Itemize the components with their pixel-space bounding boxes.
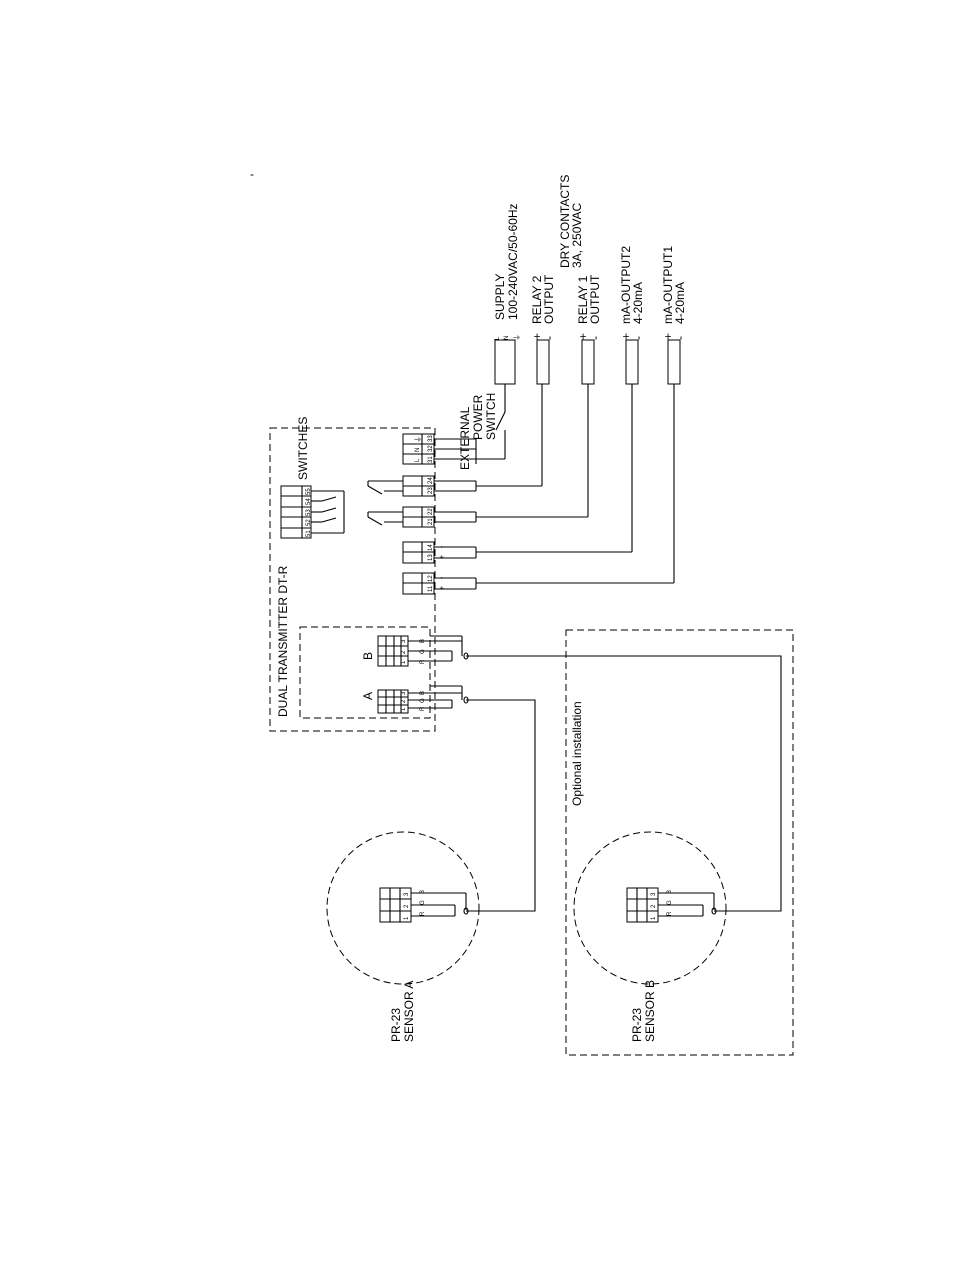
dash-mark: -	[250, 167, 254, 181]
sensor-b-wire-g: G	[667, 900, 673, 905]
relay2-output: OUTPUT	[542, 274, 556, 324]
switches-block: 51 52 53 54 55	[280, 485, 345, 539]
sensor-a-terminal-block: 1 2 3 R G B	[379, 887, 467, 923]
power-pin-l: L	[415, 458, 421, 462]
supply-ground-icon: ⏚	[513, 334, 521, 341]
relay1-cable	[581, 339, 595, 385]
relay2-minus: -	[542, 336, 556, 340]
optional-installation-label: Optional installation	[570, 701, 584, 806]
relay1-minus: -	[588, 336, 602, 340]
ma-output1-range: 4-20mA	[673, 282, 687, 324]
dry-contacts-label: DRY CONTACTS	[558, 175, 572, 268]
ma2-cable-minus: -	[631, 336, 645, 340]
sensor-b-model: PR-23	[630, 1008, 644, 1042]
switch-51: 51	[306, 530, 312, 537]
sensor-b-cable	[466, 655, 782, 912]
relay2-23: 23	[428, 487, 434, 494]
input-a-pin-1: 1	[401, 707, 407, 711]
relay1-21: 21	[428, 518, 434, 525]
relay2-terminal-block: 23 24	[367, 475, 542, 497]
sensor-a-pin-3: 3	[404, 892, 410, 896]
ma1-cable-minus: -	[673, 336, 687, 340]
switch-55: 55	[306, 488, 312, 495]
ma2-cable-plus: +	[619, 333, 633, 340]
sensor-b-wire-r: R	[667, 911, 673, 916]
relay2-cable	[536, 339, 550, 385]
external-switch-line1: EXTERNAL	[458, 406, 472, 470]
sensor-b-pin-2: 2	[651, 904, 657, 908]
input-b-pin-1: 1	[401, 660, 407, 664]
sensor-a-wire-r: R	[420, 911, 426, 916]
ma-output2-label: mA-OUTPUT2	[619, 246, 633, 324]
sensor-b-pin-1: 1	[651, 916, 657, 920]
external-switch-line3: SWITCH	[484, 393, 498, 440]
dry-contacts-rating: 3A, 250VAC	[570, 203, 584, 268]
sensor-a-name: SENSOR A	[402, 981, 416, 1042]
sensor-a-cable	[466, 699, 536, 912]
input-b-label: B	[361, 652, 375, 660]
input-a-terminal-block: 1 2 3 R G B	[377, 685, 463, 714]
relay2-label: RELAY 2	[530, 275, 544, 324]
sensor-a-enclosure	[326, 831, 480, 985]
power-pin-ground-icon: ⏚	[414, 436, 422, 443]
ma1-cable-plus: +	[661, 333, 675, 340]
input-b-pin-3: 3	[401, 639, 407, 643]
relay2-plus: +	[530, 333, 544, 340]
sensor-a-wire-g: G	[420, 900, 426, 905]
ma-output2-cable	[625, 339, 639, 385]
input-module	[299, 626, 431, 719]
ma-output2-terminal-block: 13 14 + -	[402, 541, 632, 564]
input-b-terminal-block: 1 2 3 R G B	[377, 635, 463, 667]
ma2-13: 13	[428, 554, 434, 561]
switch-52: 52	[306, 519, 312, 526]
ma-output1-label: mA-OUTPUT1	[661, 246, 675, 324]
supply-voltage: 100-240VAC/50-60Hz	[506, 203, 520, 320]
transmitter-title: DUAL TRANSMITTER DT-R	[276, 565, 290, 717]
input-a-pin-3: 3	[401, 691, 407, 695]
optional-installation-box	[565, 629, 794, 1056]
switch-54: 54	[306, 498, 312, 505]
ma-output2-range: 4-20mA	[631, 282, 645, 324]
relay1-label: RELAY 1	[576, 275, 590, 324]
relay1-output: OUTPUT	[588, 274, 602, 324]
ma1-plus: +	[439, 586, 446, 590]
supply-label: SUPPLY	[493, 274, 507, 320]
ma1-12: 12	[428, 575, 434, 582]
transmitter-enclosure	[269, 427, 436, 732]
input-b-pin-2: 2	[401, 650, 407, 654]
sensor-b-wire-b: B	[667, 890, 673, 894]
relay1-terminal-block: 21 22	[367, 506, 588, 528]
ma-output1-terminal-block: 11 12 + -	[402, 572, 674, 595]
relay1-22: 22	[428, 508, 434, 515]
relay1-plus: +	[576, 333, 590, 340]
power-terminal-block: 31 32 33 L N ⏚	[402, 433, 505, 465]
sensor-b-terminal-block: 1 2 3 R G B	[626, 887, 715, 923]
ma2-14: 14	[428, 544, 434, 551]
sensor-b-pin-3: 3	[651, 892, 657, 896]
input-a-label: A	[361, 692, 375, 700]
sensor-a-pin-2: 2	[404, 904, 410, 908]
switches-label: SWITCHES	[296, 417, 310, 480]
supply-pin-n: N	[504, 336, 510, 340]
sensor-b-enclosure	[573, 831, 727, 985]
power-33: 33	[428, 435, 434, 442]
ma2-plus: +	[439, 555, 446, 559]
sensor-a-pin-1: 1	[404, 916, 410, 920]
supply-pin-l: L	[495, 336, 501, 340]
supply-cable	[494, 339, 516, 385]
switch-53: 53	[306, 509, 312, 516]
sensor-a-wire-b: B	[420, 890, 426, 894]
power-pin-n: N	[415, 448, 421, 452]
input-a-pin-2: 2	[401, 699, 407, 703]
relay2-24: 24	[428, 477, 434, 484]
ma1-11: 11	[428, 585, 434, 592]
power-31: 31	[428, 456, 434, 463]
external-switch-line2: POWER	[471, 394, 485, 440]
sensor-a-model: PR-23	[389, 1008, 403, 1042]
ma-output1-cable	[667, 339, 681, 385]
power-32: 32	[428, 445, 434, 452]
sensor-b-name: SENSOR B	[643, 980, 657, 1042]
